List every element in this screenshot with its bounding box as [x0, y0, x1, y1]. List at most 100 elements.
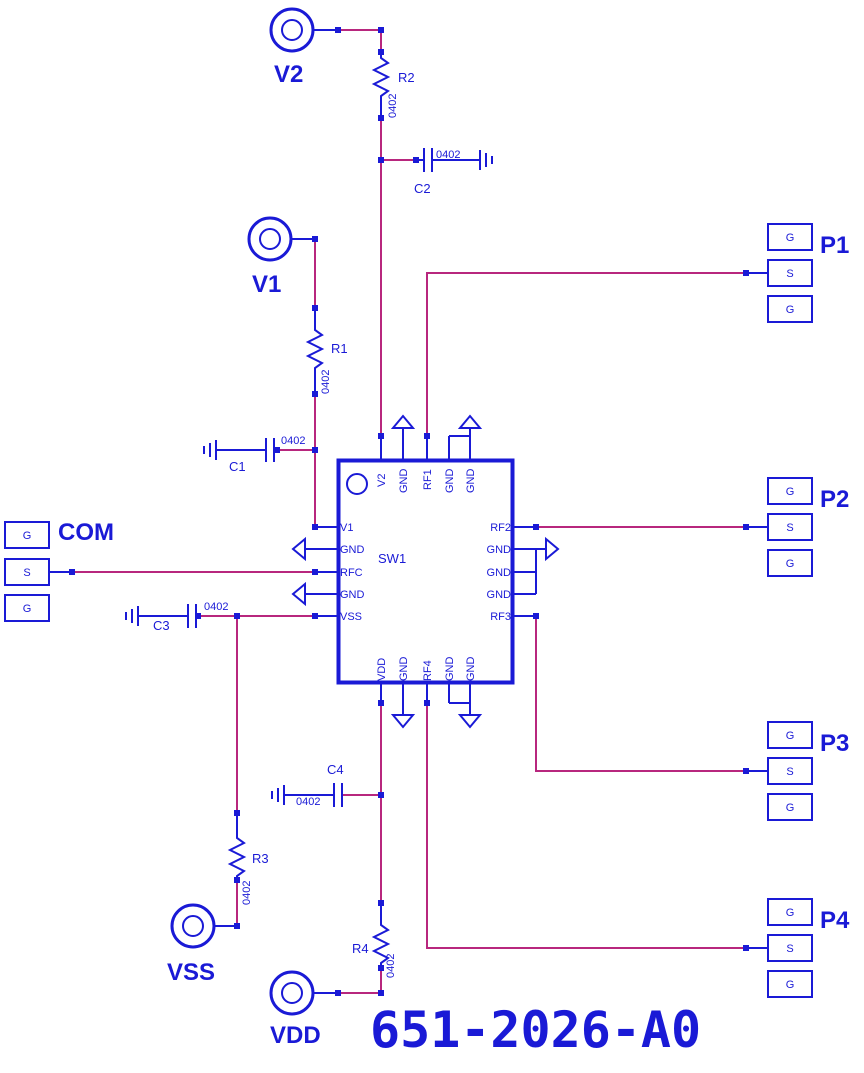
- capacitor-icon: [284, 783, 343, 807]
- svg-text:G: G: [786, 730, 795, 742]
- wire-rf1-p1: [426, 272, 746, 436]
- svg-text:S: S: [786, 766, 793, 778]
- ic-bottom-pin-stubs: [380, 683, 471, 703]
- ground-triangle-icon: [291, 536, 315, 562]
- ic-body-inner: [339, 461, 512, 682]
- capacitor-c2: 0402 C2: [414, 148, 493, 196]
- pin-label-left-1: V1: [340, 522, 353, 534]
- resistor-r1: R1 0402: [305, 308, 348, 394]
- port-p3: G S G P3: [746, 721, 849, 821]
- pin-label-top-2: GND: [398, 469, 410, 494]
- port-p2-pad-g-bottom: [767, 549, 813, 577]
- pin-label-bottom-3: RF4: [422, 660, 434, 681]
- ground-triangle-icon: [449, 414, 483, 437]
- ground-triangle-icon: [390, 414, 416, 436]
- port-p4-pad-g-top: [767, 898, 813, 926]
- port-p4: G S G P4: [746, 898, 850, 998]
- junction-dot: [533, 524, 539, 530]
- c1-ref: C1: [229, 459, 246, 474]
- port-p3-label: P3: [820, 730, 849, 757]
- pin-label-right-5: RF3: [490, 611, 511, 623]
- terminal-ring-icon: [269, 7, 315, 53]
- junction-dot: [743, 945, 749, 951]
- pin-label-left-3: RFC: [340, 567, 363, 579]
- terminal-v1: V1: [247, 216, 315, 298]
- junction-dot: [234, 810, 240, 816]
- junction-dot: [274, 447, 280, 453]
- ground-symbols: [291, 414, 560, 729]
- junction-dot: [743, 524, 749, 530]
- port-p2-pad-g-top: [767, 477, 813, 505]
- c3-size: 0402: [204, 601, 228, 613]
- svg-text:S: S: [23, 567, 30, 579]
- terminal-ring-icon: [247, 216, 293, 262]
- port-p2-pad-s: [767, 513, 813, 541]
- pin-label-left-5: VSS: [340, 611, 362, 623]
- c4-ref: C4: [327, 762, 344, 777]
- ic-right-pin-stubs: [513, 526, 536, 617]
- pin-label-right-3: GND: [487, 567, 512, 579]
- wire-rf4-p4: [426, 703, 746, 949]
- svg-text:G: G: [786, 558, 795, 570]
- pin-label-right-1: RF2: [490, 522, 511, 534]
- r1-ref: R1: [331, 341, 348, 356]
- port-p1-label: P1: [820, 232, 849, 259]
- port-p2: G S G P2: [746, 477, 849, 577]
- resistor-icon: [371, 903, 391, 968]
- port-p2-label: P2: [820, 486, 849, 513]
- board-part-number: 651-2026-A0: [370, 1001, 701, 1059]
- port-p1-pad-g-top: [767, 223, 813, 251]
- wires: [72, 29, 746, 994]
- svg-text:G: G: [23, 530, 32, 542]
- junction-dot: [335, 27, 341, 33]
- capacitor-c1: 0402 C1: [203, 435, 305, 474]
- port-p3-pad-g-bottom: [767, 793, 813, 821]
- capacitor-c4: 0402 C4: [271, 762, 344, 808]
- pin-label-right-4: GND: [487, 589, 512, 601]
- ground-triangle-icon: [291, 581, 315, 607]
- port-p1-pad-s: [767, 259, 813, 287]
- junction-dot: [312, 613, 318, 619]
- svg-text:G: G: [786, 486, 795, 498]
- junction-dot: [312, 236, 318, 242]
- pin-label-top-3: RF1: [422, 469, 434, 490]
- resistor-r3: R3 0402: [227, 813, 269, 905]
- pin-label-bottom-4: GND: [444, 657, 456, 682]
- terminal-ring-inner-icon: [281, 982, 303, 1004]
- svg-text:G: G: [786, 232, 795, 244]
- port-p4-pad-s: [767, 934, 813, 962]
- svg-text:G: G: [786, 802, 795, 814]
- resistor-icon: [305, 308, 325, 394]
- c3-ref: C3: [153, 618, 170, 633]
- junction-dot: [743, 270, 749, 276]
- svg-text:G: G: [786, 979, 795, 991]
- terminal-ring-inner-icon: [182, 915, 204, 937]
- ground-triangle-icon: [535, 536, 560, 594]
- junction-dot: [234, 923, 240, 929]
- terminal-vdd-label: VDD: [270, 1022, 321, 1049]
- junction-dot: [312, 569, 318, 575]
- junction-dot: [378, 49, 384, 55]
- junction-dot: [378, 157, 384, 163]
- svg-text:S: S: [786, 268, 793, 280]
- junction-dots: [69, 27, 749, 996]
- wire-rf3-p3: [535, 616, 746, 772]
- terminal-ring-inner-icon: [281, 19, 303, 41]
- pin-label-bottom-5: GND: [465, 657, 477, 682]
- junction-dot: [378, 990, 384, 996]
- junction-dot: [234, 613, 240, 619]
- pin-label-left-4: GND: [340, 589, 365, 601]
- junction-dot: [413, 157, 419, 163]
- junction-dot: [312, 524, 318, 530]
- chassis-ground-icon: [271, 785, 285, 805]
- wire-r3-vss-terminal: [215, 880, 238, 927]
- ic-left-pin-stubs: [315, 526, 338, 617]
- junction-dot: [312, 305, 318, 311]
- terminal-vss: VSS: [167, 903, 237, 986]
- pin-label-left-2: GND: [340, 544, 365, 556]
- terminal-v2: V2: [269, 7, 338, 88]
- junction-dot: [312, 447, 318, 453]
- r3-ref: R3: [252, 851, 269, 866]
